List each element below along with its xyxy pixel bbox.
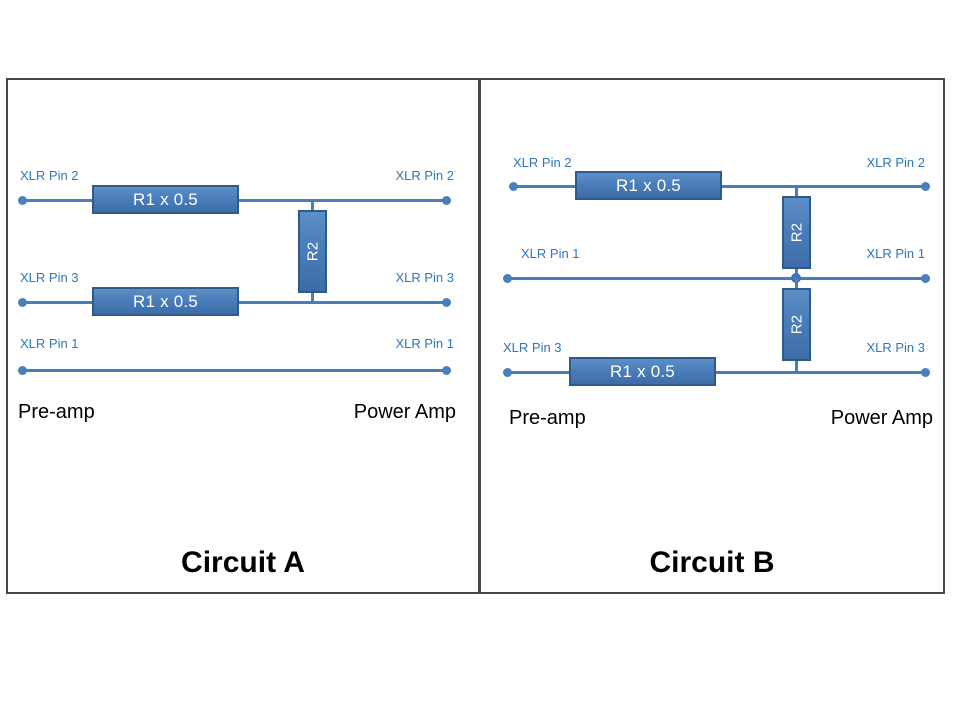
circuit-b-pin-1-left-terminal [503,274,512,283]
circuit-b-power-amp-label: Power Amp [830,407,933,429]
circuit-a-preamp-label: Pre-amp [18,401,95,423]
circuit-a-pin-2-left-label: XLR Pin 2 [20,168,79,183]
circuit-b-pin-2-right-label: XLR Pin 2 [866,155,925,170]
circuit-b-title: Circuit B [649,546,775,579]
circuit-a-pin-1-right-label: XLR Pin 1 [395,336,454,351]
circuit-b-pin-1-right-label: XLR Pin 1 [866,246,925,261]
circuit-a-pin-1-left-terminal [18,366,27,375]
circuit-a-r2-bridge-resistor-label: R2 [303,241,321,262]
circuit-b-preamp-label: Pre-amp [509,407,586,429]
circuit-b-pin-2-right-terminal [921,182,930,191]
circuit-a-pin-2-right-terminal [442,196,451,205]
circuit-a-pin-3-left-terminal [18,298,27,307]
circuit-a-pin-3-right-label: XLR Pin 3 [395,270,454,285]
circuit-b-pin-3-right-terminal [921,368,930,377]
circuit-a-pin-2-series-resistor: R1 x 0.5 [92,185,239,214]
circuit-b-pin-2-series-resistor-label: R1 x 0.5 [616,175,681,195]
circuit-a-pin-1-left-label: XLR Pin 1 [20,336,79,351]
circuit-b-r2-upper-resistor: R2 [782,196,811,269]
circuit-a-title: Circuit A [181,546,305,579]
circuit-b-pin-3-left-label: XLR Pin 3 [503,340,562,355]
circuit-b-pin-3-left-terminal [503,368,512,377]
circuit-b-pin-3-wire [507,371,925,374]
circuit-b-r2-lower-resistor: R2 [782,288,811,361]
circuit-b-r2-upper-resistor-label: R2 [787,222,805,243]
circuit-b-r2-lower-resistor-label: R2 [787,314,805,335]
circuit-a-pin-2-left-terminal [18,196,27,205]
circuit-a-power-amp-label: Power Amp [353,401,456,423]
circuit-b-panel: XLR Pin 2 XLR Pin 2 R1 x 0.5 XLR Pin 1 X… [479,78,945,594]
circuit-b-pin-2-left-label: XLR Pin 2 [513,155,572,170]
circuit-a-pin-2-series-resistor-label: R1 x 0.5 [133,189,198,209]
circuit-a-pin-1-wire [22,369,446,372]
circuit-a-pin-3-series-resistor: R1 x 0.5 [92,287,239,316]
circuit-b-pin-3-series-resistor: R1 x 0.5 [569,357,716,386]
circuit-b-pin-1-right-terminal [921,274,930,283]
circuit-a-panel: XLR Pin 2 XLR Pin 2 R1 x 0.5 XLR Pin 3 X… [6,78,480,594]
circuit-a-pin-3-left-label: XLR Pin 3 [20,270,79,285]
circuit-b-pin-3-series-resistor-label: R1 x 0.5 [610,361,675,381]
circuit-a-r2-bridge-resistor: R2 [298,210,327,293]
circuit-a-pin-1-right-terminal [442,366,451,375]
circuit-b-pin-2-series-resistor: R1 x 0.5 [575,171,722,200]
circuit-b-pin-3-right-label: XLR Pin 3 [866,340,925,355]
circuit-b-pin-2-left-terminal [509,182,518,191]
circuit-a-pin-3-right-terminal [442,298,451,307]
circuit-a-pin-3-series-resistor-label: R1 x 0.5 [133,291,198,311]
circuit-b-pin-1-wire [507,277,925,280]
circuit-b-pin-1-left-label: XLR Pin 1 [521,246,580,261]
circuit-a-pin-2-right-label: XLR Pin 2 [395,168,454,183]
